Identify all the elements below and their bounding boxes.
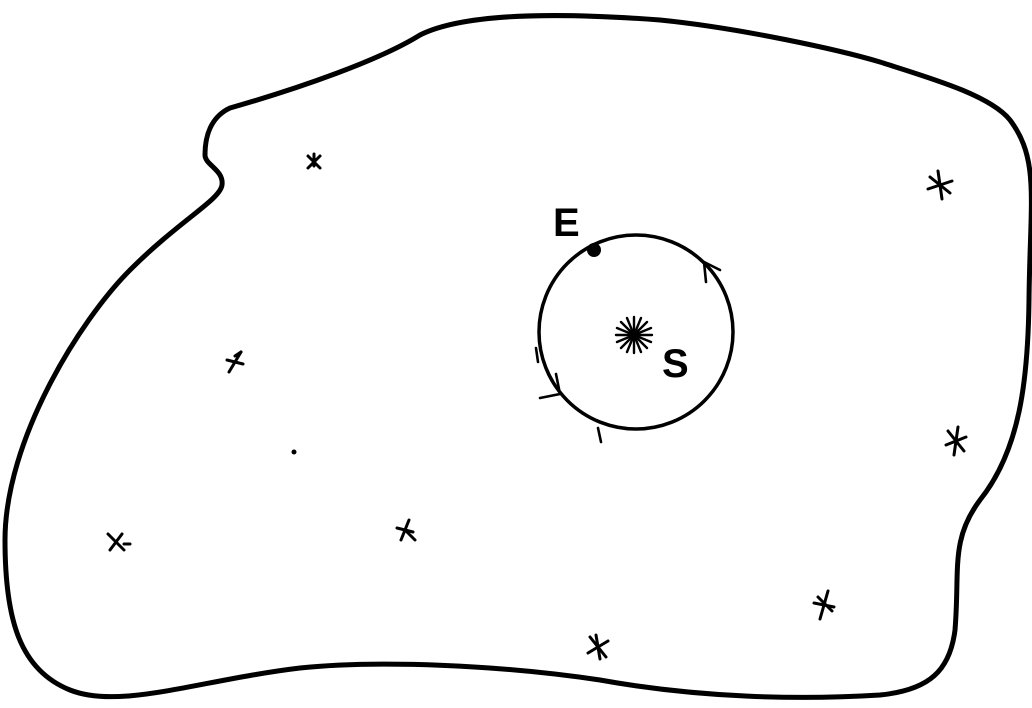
star-icon (397, 520, 415, 540)
stray-dot (292, 450, 297, 455)
sun-label: S (662, 344, 689, 384)
star-icon (108, 534, 130, 550)
earth-label: E (553, 203, 580, 243)
star-icon (928, 171, 952, 199)
star-icon (227, 352, 243, 372)
orbit-tick-icon (536, 348, 538, 362)
earth-dot (587, 243, 601, 257)
star-icon (588, 635, 608, 659)
star-icon (308, 154, 320, 168)
star-icon (814, 591, 834, 619)
orbit-tick-icon (598, 428, 601, 442)
sun-icon (616, 317, 652, 353)
galaxy-boundary (5, 15, 1031, 697)
star-icon (946, 427, 966, 455)
